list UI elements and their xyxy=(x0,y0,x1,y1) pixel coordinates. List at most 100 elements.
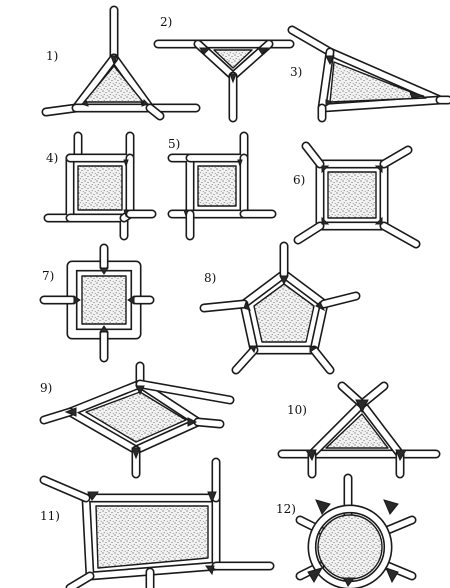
panel-9: 9) xyxy=(39,361,235,479)
cell-wall-inner xyxy=(381,223,419,247)
panel-3-cell xyxy=(287,25,450,123)
intercellular-space xyxy=(237,159,243,168)
panel-4: 4) xyxy=(43,131,157,241)
panel-2: 2) xyxy=(153,15,295,123)
intercellular-space xyxy=(374,216,383,225)
panel-1-label: 1) xyxy=(46,49,58,63)
panel-11: 11) xyxy=(39,457,275,588)
protoplast xyxy=(325,413,389,449)
intercellular-space xyxy=(243,300,251,311)
cell-wall-inner xyxy=(201,301,247,311)
cell-wall-inner xyxy=(195,419,223,427)
cell-wall-inner xyxy=(321,293,359,307)
intercellular-space xyxy=(123,209,129,218)
panel-7-label: 7) xyxy=(42,269,54,283)
intercellular-space xyxy=(409,91,425,99)
panel-8-label: 8) xyxy=(204,271,216,285)
panel-3-label: 3) xyxy=(290,65,302,79)
protoplast xyxy=(213,49,253,69)
panel-10-cell xyxy=(277,381,441,479)
panel-12-cell xyxy=(295,473,417,588)
intercellular-space xyxy=(307,567,324,583)
cell-wall-inner xyxy=(381,147,411,167)
intercellular-space xyxy=(141,99,149,107)
protoplast xyxy=(83,65,144,103)
intercellular-space xyxy=(395,449,407,462)
cell-wall-inner xyxy=(233,347,257,373)
intercellular-space xyxy=(309,345,318,353)
panel-9-label: 9) xyxy=(40,381,52,395)
panel-4-cell xyxy=(43,131,157,241)
panel-8-cell xyxy=(199,241,361,375)
protoplast xyxy=(95,505,209,569)
panel-2-label: 2) xyxy=(160,15,172,29)
intercellular-space xyxy=(199,47,212,55)
intercellular-space xyxy=(205,565,215,576)
cell-wall-inner xyxy=(137,381,233,403)
intercellular-space xyxy=(229,73,237,84)
panel-4-label: 4) xyxy=(46,151,58,165)
protoplast xyxy=(327,171,377,219)
intercellular-space xyxy=(321,165,330,174)
cell-wall-inner xyxy=(385,517,415,533)
intercellular-space xyxy=(374,165,383,174)
intercellular-space xyxy=(127,295,135,305)
intercellular-space xyxy=(315,499,331,515)
intercellular-space xyxy=(123,159,129,168)
protoplast xyxy=(77,165,123,211)
intercellular-space xyxy=(81,99,89,107)
panel-11-label: 11) xyxy=(40,509,60,523)
panel-10: 10) xyxy=(277,381,441,479)
intercellular-space xyxy=(305,449,317,462)
intercellular-space xyxy=(315,301,326,312)
intercellular-space xyxy=(99,267,109,275)
panel-12: 12) xyxy=(276,473,417,588)
cell-wall-inner xyxy=(303,143,323,167)
panel-7: 7) xyxy=(39,243,155,363)
panel-9-cell xyxy=(39,361,235,479)
panel-7-cell xyxy=(39,243,155,363)
cell-wall-inner xyxy=(41,409,73,423)
intercellular-space xyxy=(183,209,189,218)
cell-wall-inner xyxy=(385,563,415,579)
intercellular-space xyxy=(385,567,399,584)
panel-6-cell xyxy=(293,141,421,249)
panel-3: 3) xyxy=(287,25,450,123)
intercellular-space xyxy=(355,399,369,414)
cell-wall-inner xyxy=(41,477,89,501)
panel-1-cell xyxy=(41,5,201,121)
panel-5-cell xyxy=(167,131,277,241)
intercellular-space xyxy=(187,417,198,427)
cell-wall-inner xyxy=(169,155,193,217)
panel-6-label: 6) xyxy=(293,173,305,187)
panel-11-cell xyxy=(39,457,275,588)
intercellular-space xyxy=(383,499,399,515)
panel-8: 8) xyxy=(199,241,361,375)
intercellular-space xyxy=(321,216,330,225)
intercellular-space xyxy=(131,447,141,460)
cell-wall-inner xyxy=(43,55,117,115)
protoplast xyxy=(197,165,237,207)
intercellular-space xyxy=(135,385,145,396)
protoplast xyxy=(253,283,315,343)
cell-wall-inner xyxy=(67,215,127,239)
panel-5-label: 5) xyxy=(168,137,180,151)
cell-wall-inner xyxy=(147,105,163,119)
cell-wall-inner xyxy=(309,506,391,588)
intercellular-space xyxy=(99,325,109,333)
panel-6: 6) xyxy=(293,141,421,249)
protoplast xyxy=(329,61,427,103)
panel-12-label: 12) xyxy=(276,502,296,516)
cell-wall-inner xyxy=(241,271,327,353)
intercellular-space xyxy=(279,275,289,286)
cell-wall-outer xyxy=(43,131,83,223)
intercellular-space xyxy=(325,55,335,66)
intercellular-space xyxy=(257,47,270,55)
cell-wall-inner xyxy=(67,573,93,588)
intercellular-space xyxy=(73,295,81,305)
cell-wall-inner xyxy=(295,223,323,243)
protoplast xyxy=(85,391,187,443)
intercellular-space xyxy=(207,491,217,504)
panel-1: 1) xyxy=(41,5,201,121)
